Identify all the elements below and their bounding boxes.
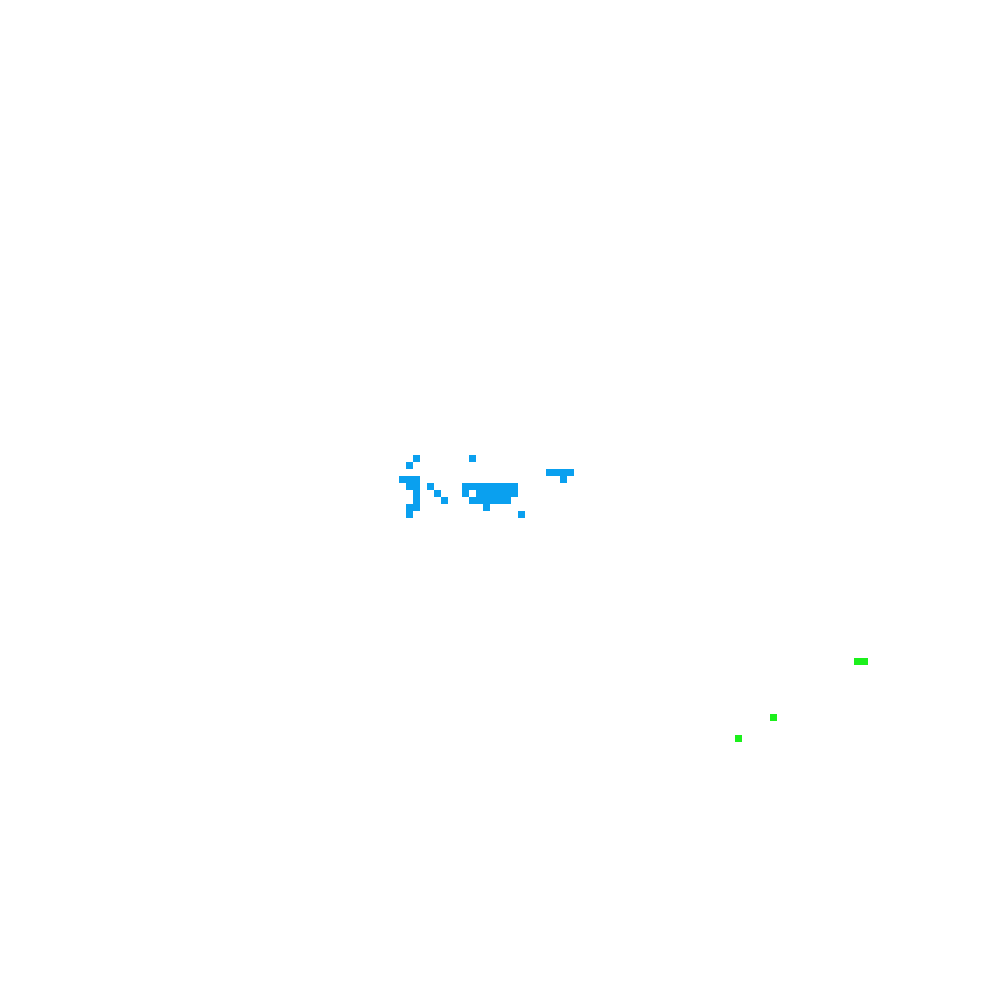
live-cell[interactable] (504, 490, 511, 497)
live-cell[interactable] (406, 483, 413, 490)
live-cell[interactable] (854, 658, 861, 665)
blue-cluster (399, 455, 574, 518)
live-cell[interactable] (469, 497, 476, 504)
live-cell[interactable] (462, 490, 469, 497)
live-cell[interactable] (861, 658, 868, 665)
live-cell[interactable] (413, 483, 420, 490)
live-cell[interactable] (560, 476, 567, 483)
live-cell[interactable] (434, 490, 441, 497)
live-cell[interactable] (483, 490, 490, 497)
live-cell[interactable] (406, 462, 413, 469)
live-cell[interactable] (469, 455, 476, 462)
live-cell[interactable] (483, 497, 490, 504)
live-cell[interactable] (483, 504, 490, 511)
live-cell[interactable] (497, 497, 504, 504)
live-cell[interactable] (413, 504, 420, 511)
live-cell[interactable] (462, 483, 469, 490)
live-cell[interactable] (553, 469, 560, 476)
live-cell[interactable] (497, 490, 504, 497)
live-cell[interactable] (483, 483, 490, 490)
live-cell[interactable] (511, 483, 518, 490)
live-cell[interactable] (413, 476, 420, 483)
live-cell[interactable] (399, 476, 406, 483)
live-cell[interactable] (476, 490, 483, 497)
live-cell[interactable] (546, 469, 553, 476)
live-cell[interactable] (490, 497, 497, 504)
live-cell[interactable] (511, 490, 518, 497)
live-cell[interactable] (497, 483, 504, 490)
live-cell[interactable] (413, 490, 420, 497)
live-cell[interactable] (518, 511, 525, 518)
live-cell[interactable] (560, 469, 567, 476)
live-cell[interactable] (504, 483, 511, 490)
live-cell[interactable] (406, 511, 413, 518)
live-cell[interactable] (567, 469, 574, 476)
live-cell[interactable] (735, 735, 742, 742)
live-cell[interactable] (770, 714, 777, 721)
live-cell[interactable] (406, 476, 413, 483)
live-cell[interactable] (504, 497, 511, 504)
live-cell[interactable] (490, 483, 497, 490)
live-cell[interactable] (469, 483, 476, 490)
live-cell[interactable] (413, 455, 420, 462)
green-cluster (735, 658, 868, 742)
live-cell[interactable] (406, 504, 413, 511)
live-cell[interactable] (490, 490, 497, 497)
live-cell[interactable] (413, 497, 420, 504)
live-cell[interactable] (441, 497, 448, 504)
live-cell[interactable] (427, 483, 434, 490)
live-cell[interactable] (476, 497, 483, 504)
live-cell[interactable] (476, 483, 483, 490)
